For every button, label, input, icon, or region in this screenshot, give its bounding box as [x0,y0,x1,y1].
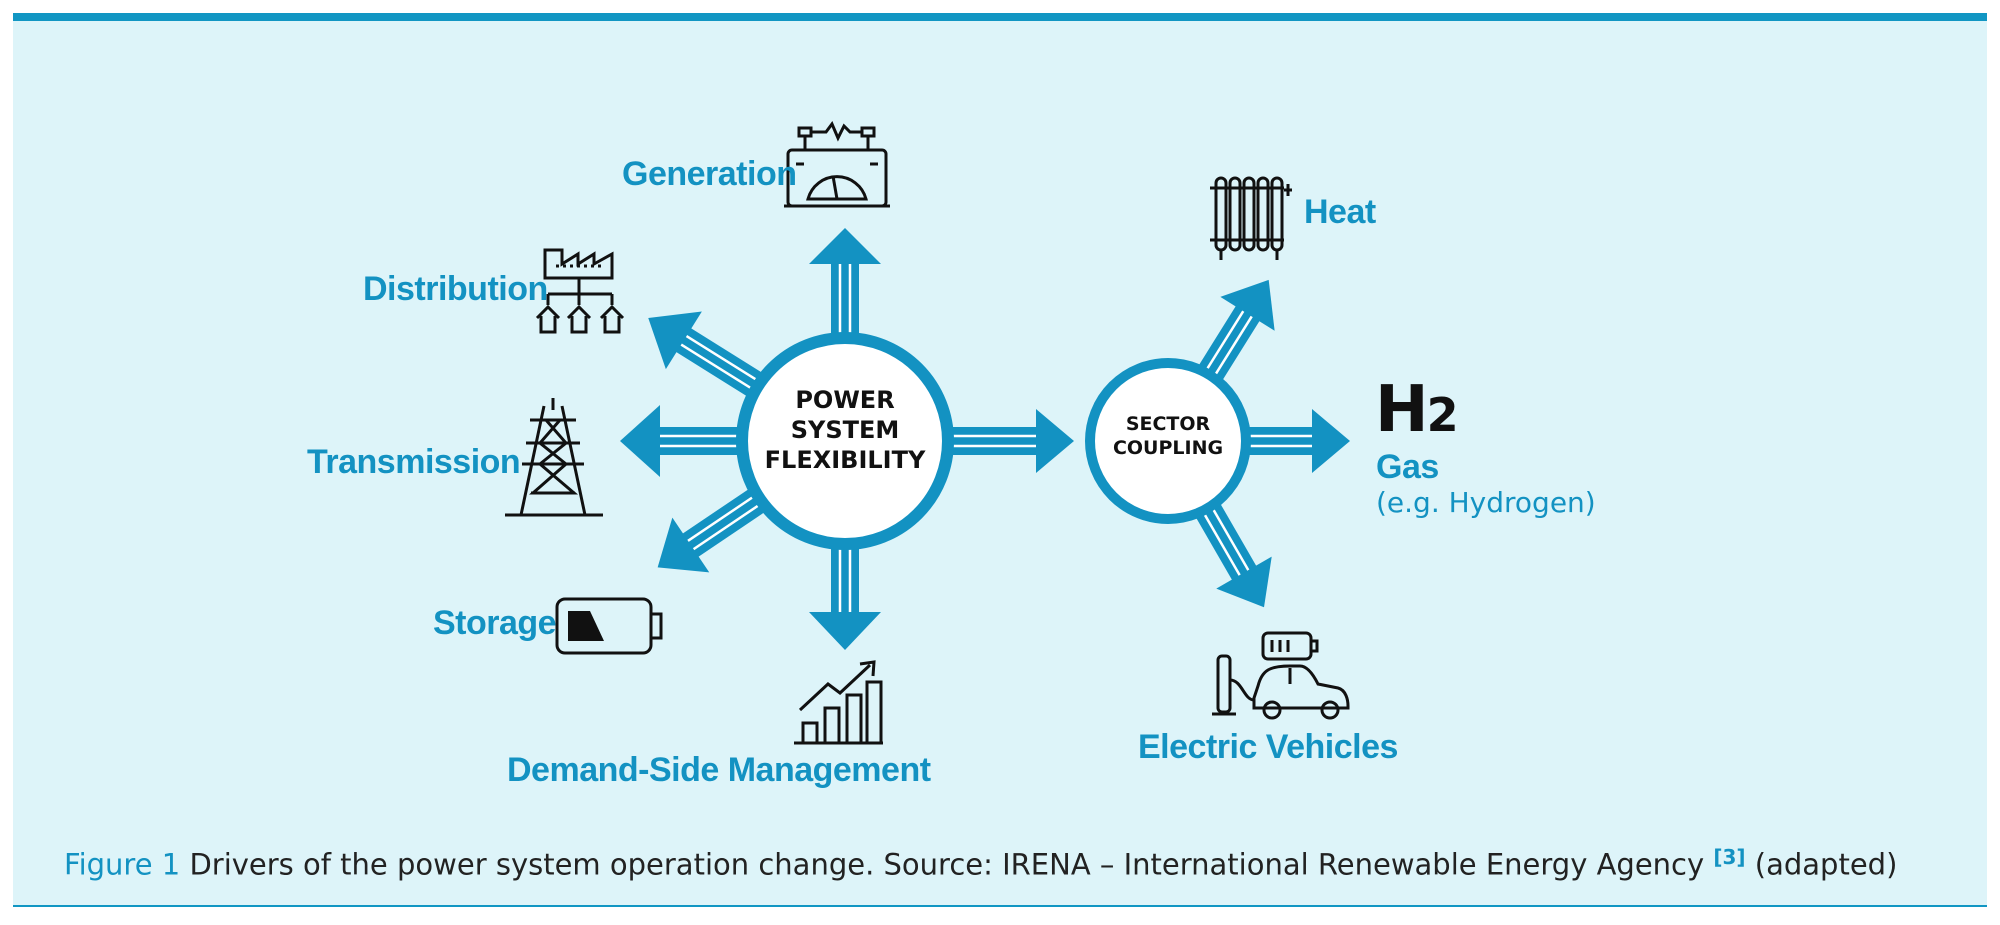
arrow-transmission [620,405,740,477]
label-distribution: Distribution [363,270,548,308]
arrow-gas [1245,409,1350,473]
ev-charging-icon [1212,631,1350,720]
hub-sector-coupling [1085,358,1251,524]
hub-secondary-label: SECTOR COUPLING [1098,413,1238,461]
label-gas-note: (e.g. Hydrogen) [1376,486,1596,519]
hub-primary-line: SYSTEM [790,416,900,444]
caption-suffix: (adapted) [1754,847,1898,882]
label-gas: Gas [1376,448,1439,486]
h2-letter: H [1375,373,1429,447]
h2-subscript: 2 [1426,388,1459,442]
arrow-ev [1193,498,1272,608]
label-storage: Storage [433,604,557,642]
arrow-generation [809,228,881,336]
h2-symbol: H2 [1375,378,1459,442]
factory-network-icon [535,248,625,334]
generator-icon [784,121,890,208]
label-transmission: Transmission [307,443,521,481]
arrow-distribution [648,311,768,400]
battery-icon [555,597,663,655]
pylon-icon [505,398,603,517]
label-electric-vehicles: Electric Vehicles [1138,728,1398,766]
label-demand-side-management: Demand-Side Management [507,751,931,789]
arrow-heat [1195,279,1275,385]
hub-primary-line: POWER [795,386,895,414]
caption-reference: [3] [1713,845,1746,869]
hub-primary-line: FLEXIBILITY [764,446,926,474]
hub-secondary-line: COUPLING [1112,436,1224,459]
caption-figure-number: Figure 1 [64,847,181,882]
hub-power-system-flexibility [736,332,954,550]
label-heat: Heat [1304,193,1376,231]
arrow-storage [657,485,770,573]
label-generation: Generation [622,155,797,193]
figure-panel [13,13,1987,907]
hub-primary-label: POWER SYSTEM FLEXIBILITY [745,385,945,475]
radiator-icon [1210,176,1292,260]
caption-text: Drivers of the power system operation ch… [189,847,1705,882]
chart-growth-icon [794,660,883,745]
figure-caption: Figure 1 Drivers of the power system ope… [64,845,1897,882]
arrow-demand [809,548,881,650]
hub-secondary-line: SECTOR [1125,413,1211,435]
arrow-to-sector-coupling [950,409,1074,473]
